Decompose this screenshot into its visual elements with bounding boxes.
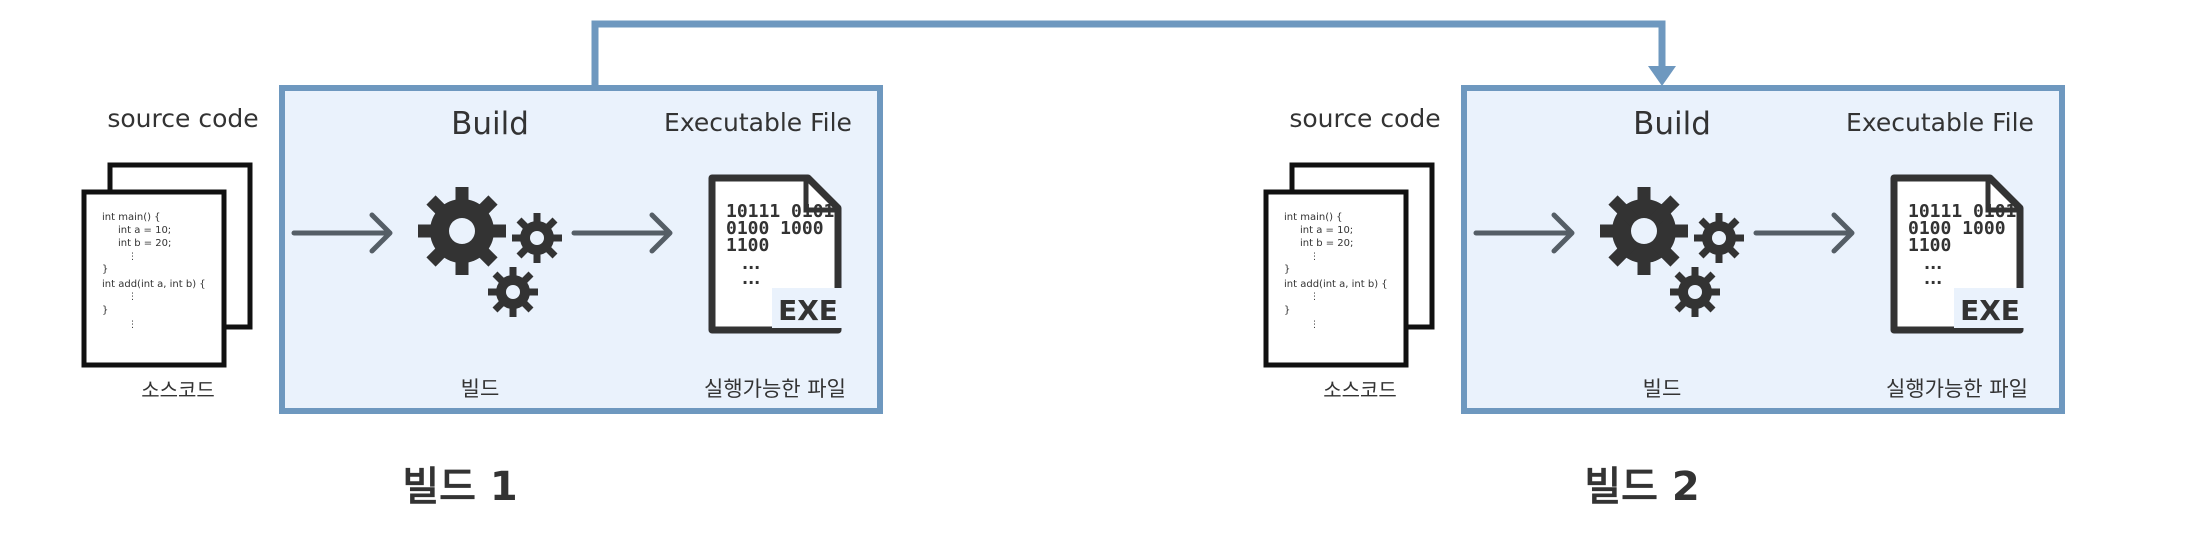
svg-text:int add(int a, int b) {: int add(int a, int b) { (1284, 279, 1388, 290)
svg-text:int b = 20;: int b = 20; (1300, 238, 1353, 249)
executable-file-title: Executable File (664, 108, 852, 137)
binary-line: 1100 (726, 235, 769, 256)
arrow-to-executable (571, 212, 673, 254)
executable-file-caption: 실행가능한 파일 (704, 377, 846, 401)
binary-line: 0100 1000 (1908, 218, 2006, 239)
code-snippet: int main() { int a = 10; int b = 20; ⋮ }… (102, 212, 206, 330)
svg-text:⋮: ⋮ (128, 320, 137, 330)
gears-icon (1600, 187, 1744, 317)
build-caption: 빌드 (461, 377, 500, 401)
svg-text:}: } (102, 305, 108, 316)
source-page-front (1263, 189, 1409, 368)
ellipsis-line: ... (742, 254, 760, 273)
svg-text:⋮: ⋮ (1310, 320, 1319, 330)
diagram-title: 빌드 1 (402, 464, 517, 510)
source-code-stack: int main() { int a = 10; int b = 20; ⋮ }… (81, 162, 253, 368)
connector-arrow (591, 20, 1676, 86)
arrow-to-build (291, 212, 393, 254)
build-title: Build (451, 106, 529, 142)
diagram-title: 빌드 2 (1584, 464, 1699, 510)
ellipsis-line: ... (1924, 269, 1942, 288)
arrow-to-executable (1753, 212, 1855, 254)
executable-file-title: Executable File (1846, 108, 2034, 137)
diagram-build-1: int main() { int a = 10; int b = 20; ⋮ }… (81, 85, 883, 510)
svg-text:⋮: ⋮ (1310, 292, 1319, 302)
build-title: Build (1633, 106, 1711, 142)
connector-arrowhead (1648, 66, 1676, 86)
binary-line: 1100 (1908, 235, 1951, 256)
svg-text:}: } (1284, 305, 1290, 316)
svg-text:int main() {: int main() { (1284, 212, 1343, 223)
code-snippet: int main() { int a = 10; int b = 20; ⋮ }… (1284, 212, 1388, 330)
source-code-caption: 소스코드 (1323, 378, 1397, 402)
ellipsis-line: ... (1924, 254, 1942, 273)
svg-text:⋮: ⋮ (1310, 252, 1319, 262)
svg-text:}: } (102, 264, 108, 275)
svg-text:int add(int a, int b) {: int add(int a, int b) { (102, 279, 206, 290)
svg-text:}: } (1284, 264, 1290, 275)
executable-file-icon: 10111 0101 0100 1000 1100 ... ... EXE (1890, 174, 2026, 334)
executable-file-icon: 10111 0101 0100 1000 1100 ... ... EXE (708, 174, 844, 334)
diagram-build-2: int main() { int a = 10; int b = 20; ⋮ }… (1263, 85, 2065, 510)
source-code-caption: 소스코드 (141, 378, 215, 402)
build-caption: 빌드 (1643, 377, 1682, 401)
source-code-label: source code (1289, 104, 1440, 133)
svg-text:int a = 10;: int a = 10; (118, 225, 171, 236)
ellipsis-line: ... (742, 269, 760, 288)
svg-text:int main() {: int main() { (102, 212, 161, 223)
svg-text:⋮: ⋮ (128, 292, 137, 302)
source-code-stack: int main() { int a = 10; int b = 20; ⋮ }… (1263, 162, 1435, 368)
exe-badge: EXE (1960, 294, 2020, 327)
svg-text:⋮: ⋮ (128, 252, 137, 262)
exe-badge: EXE (778, 294, 838, 327)
arrow-to-build (1473, 212, 1575, 254)
gears-icon (418, 187, 562, 317)
source-code-label: source code (107, 104, 258, 133)
binary-line: 0100 1000 (726, 218, 824, 239)
source-page-front (81, 189, 227, 368)
svg-text:int b = 20;: int b = 20; (118, 238, 171, 249)
executable-file-caption: 실행가능한 파일 (1886, 377, 2028, 401)
svg-text:int a = 10;: int a = 10; (1300, 225, 1353, 236)
